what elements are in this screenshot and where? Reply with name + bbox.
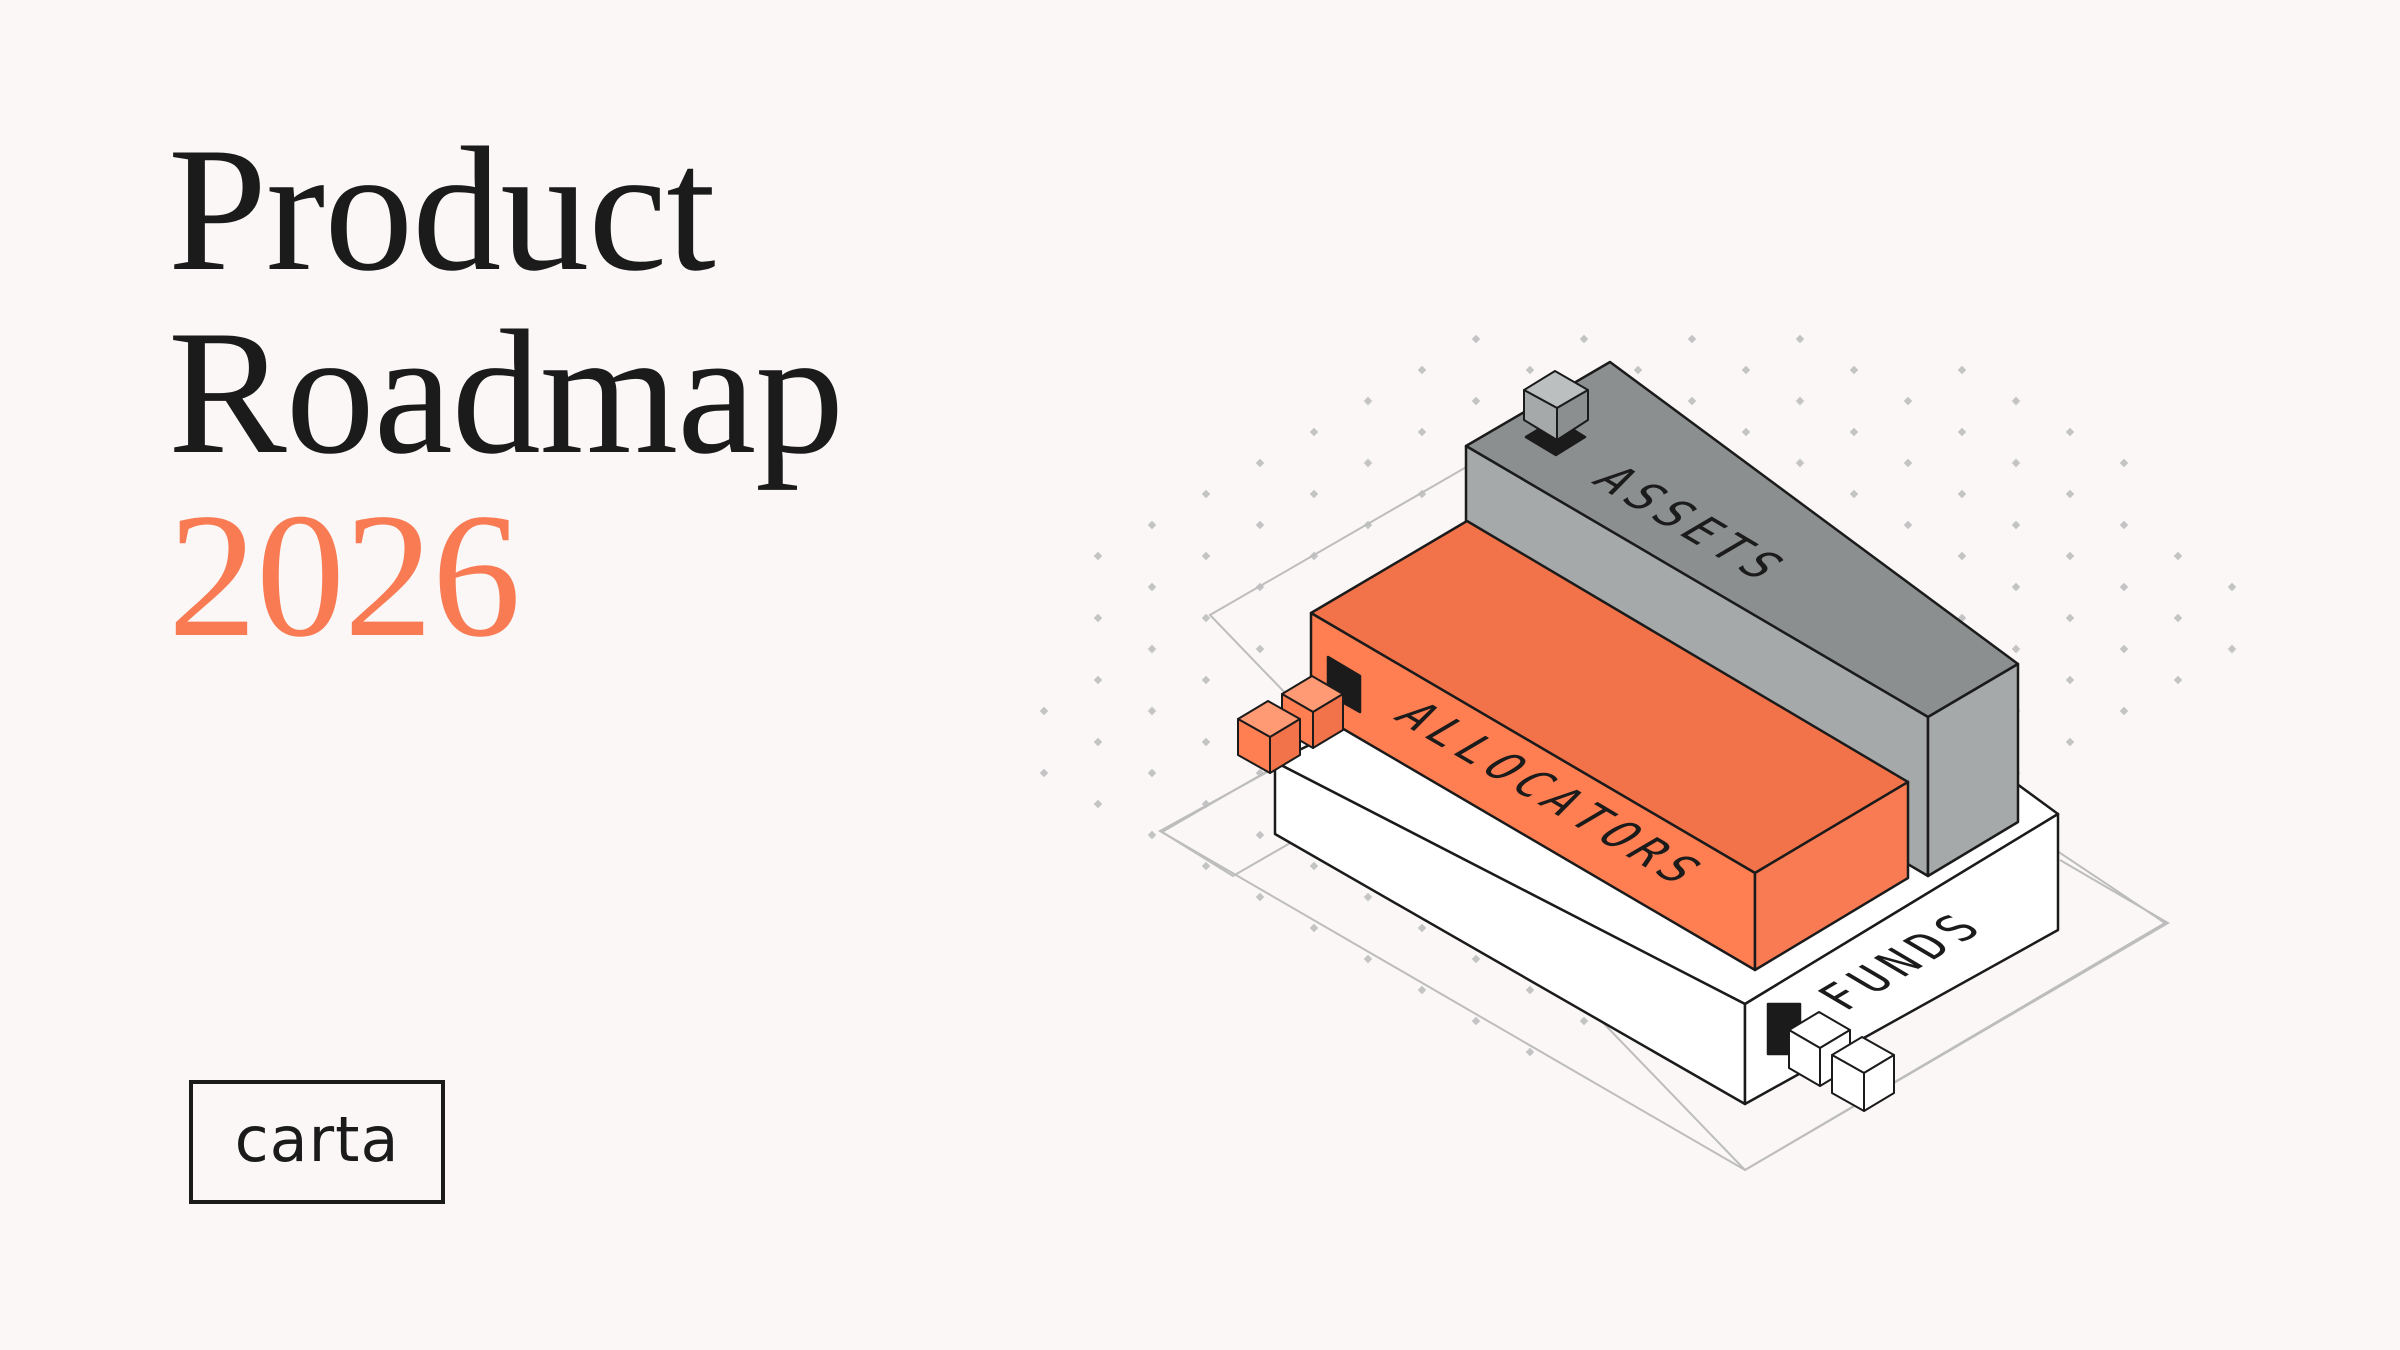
grid-dot <box>1849 489 1859 499</box>
grid-dot <box>1795 334 1805 344</box>
grid-dot <box>1633 365 1643 375</box>
grid-dot <box>1255 830 1265 840</box>
grid-dot <box>1957 551 1967 561</box>
grid-dot <box>1957 489 1967 499</box>
grid-dot <box>1849 365 1859 375</box>
grid-dot <box>1201 489 1211 499</box>
grid-dot <box>1903 458 1913 468</box>
grid-dot <box>2119 644 2129 654</box>
title-line-product: Product <box>168 110 716 308</box>
carta-logo: carta <box>189 1080 445 1204</box>
grid-dot <box>1309 861 1319 871</box>
grid-dot <box>2119 458 2129 468</box>
grid-dot <box>1201 737 1211 747</box>
title-line-roadmap: Roadmap <box>168 293 844 491</box>
grid-dot <box>1795 458 1805 468</box>
grid-dot <box>1579 334 1589 344</box>
grid-dot <box>1309 489 1319 499</box>
grid-dot <box>1957 427 1967 437</box>
grid-dot <box>1039 706 1049 716</box>
grid-dot <box>1417 365 1427 375</box>
allocators-block <box>1309 519 1910 972</box>
grid-dot <box>2119 706 2129 716</box>
grid-dot <box>2065 675 2075 685</box>
grid-dot <box>1093 799 1103 809</box>
grid-dot <box>1687 396 1697 406</box>
grid-dot <box>2173 551 2183 561</box>
grid-dot <box>1471 1016 1481 1026</box>
grid-dot <box>1363 954 1373 964</box>
grid-dot <box>1147 830 1157 840</box>
grid-dot <box>2119 582 2129 592</box>
grid-dot <box>1255 458 1265 468</box>
grid-dot <box>1309 427 1319 437</box>
grid-dot <box>1201 551 1211 561</box>
grid-dot <box>1579 1016 1589 1026</box>
grid-dot <box>2065 551 2075 561</box>
grid-dot <box>2227 582 2237 592</box>
grid-dot <box>2065 427 2075 437</box>
grid-dot <box>1741 365 1751 375</box>
grid-dot <box>1741 427 1751 437</box>
grid-dot <box>2011 396 2021 406</box>
grid-dot <box>1417 923 1427 933</box>
grid-dot <box>1471 334 1481 344</box>
grid-dot <box>1417 427 1427 437</box>
grid-dot <box>2065 613 2075 623</box>
grid-dot <box>1795 396 1805 406</box>
grid-dot <box>1147 768 1157 778</box>
grid-dot <box>1093 613 1103 623</box>
grid-dot <box>1093 551 1103 561</box>
grid-dot <box>1093 737 1103 747</box>
grid-dot <box>1363 892 1373 902</box>
grid-dot <box>1525 365 1535 375</box>
grid-dot <box>2011 458 2021 468</box>
grid-dot <box>1525 1047 1535 1057</box>
grid-dot <box>2011 644 2021 654</box>
grid-dot <box>1363 396 1373 406</box>
grid-dot <box>1255 520 1265 530</box>
grid-dot <box>1147 644 1157 654</box>
grid-dot <box>1903 396 1913 406</box>
grid-dot <box>2119 520 2129 530</box>
grid-dot <box>2065 737 2075 747</box>
grid-dot <box>1147 582 1157 592</box>
small-orange-cubes <box>1237 675 1344 774</box>
grid-dot <box>1147 520 1157 530</box>
grid-dot <box>1471 396 1481 406</box>
grid-dot <box>1849 427 1859 437</box>
grid-dot <box>1147 706 1157 716</box>
grid-dot <box>2227 644 2237 654</box>
grid-dot <box>1363 458 1373 468</box>
grid-dot <box>1687 334 1697 344</box>
small-gray-cube <box>1523 370 1589 441</box>
grid-dot <box>2173 613 2183 623</box>
page-title: Product Roadmap 2026 <box>168 110 844 674</box>
grid-dot <box>2011 582 2021 592</box>
grid-dot <box>1417 985 1427 995</box>
grid-dot <box>1201 861 1211 871</box>
grid-dot <box>1201 675 1211 685</box>
grid-dot <box>1201 613 1211 623</box>
title-year: 2026 <box>168 476 521 674</box>
grid-dot <box>2173 675 2183 685</box>
grid-dot <box>2011 520 2021 530</box>
grid-dot <box>1309 923 1319 933</box>
grid-dot <box>1039 768 1049 778</box>
grid-dot <box>1957 365 1967 375</box>
grid-dot <box>1255 644 1265 654</box>
grid-dot <box>1471 954 1481 964</box>
grid-dot <box>1255 892 1265 902</box>
grid-dot <box>2065 489 2075 499</box>
grid-dot <box>1093 675 1103 685</box>
small-white-cubes <box>1788 1011 1895 1112</box>
grid-dot <box>1903 520 1913 530</box>
grid-dot <box>1525 985 1535 995</box>
